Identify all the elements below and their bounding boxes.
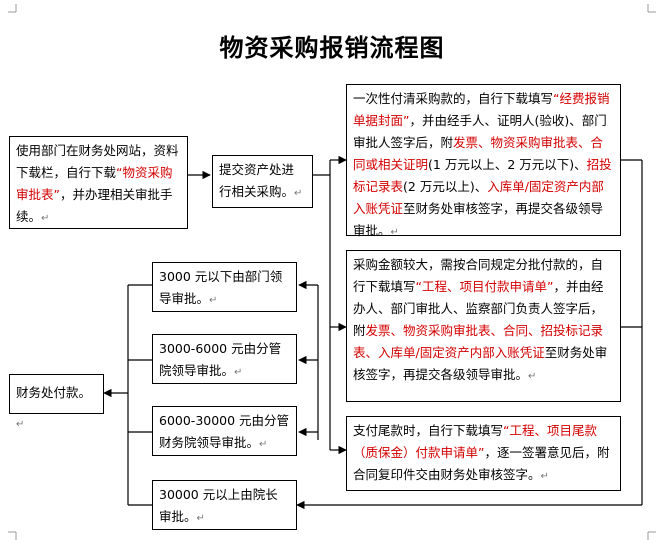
approval-text: 3000-6000 元由分管院领导审批。: [159, 341, 282, 378]
highlighted-text: 发票、物资采购审批表、合同、招投标记录表、入库单/固定资产内部入账凭证: [353, 323, 604, 360]
paragraph-mark: ↵: [41, 213, 50, 224]
paragraph-mark: ↵: [540, 471, 549, 482]
body-text: 使用部门在财务处网站，资料下载栏，自行下载: [16, 143, 179, 180]
paragraph-mark: ↵: [390, 227, 399, 238]
payment-text: 财务处付款。: [16, 385, 92, 400]
body-text: 采购金额较大，需按合同规定分批付款的，自行下载填写: [353, 257, 604, 294]
body-text: 至财务处审核签字，再提交各级领导审批。: [353, 201, 604, 238]
submit-box: 提交资产处进行相关采购。↵: [212, 155, 313, 208]
approval-box-vice: 3000-6000 元由分管院领导审批。↵: [152, 334, 297, 384]
highlighted-text: 入库单/固定资产内部入账凭证: [353, 179, 604, 216]
highlighted-text: “经费报销单据封面”: [353, 91, 610, 128]
approval-box-president: 30000 元以上由院长审批。↵: [152, 480, 297, 530]
approval-text: 6000-30000 元由分管财务院领导审批。: [159, 413, 290, 450]
page-title: 物资采购报销流程图: [219, 33, 445, 62]
body-text: 至财务处审核签字，再提交各级领导审批。: [353, 345, 608, 382]
installment-payment-box: 采购金额较大，需按合同规定分批付款的，自行下载填写“工程、项目付款申请单”，并由…: [346, 250, 621, 402]
highlighted-text: “工程、项目付款申请单”: [415, 279, 554, 294]
one-time-payment-box: 一次性付清采购款的，自行下载填写“经费报销单据封面”，并由经手人、证明人(验收)…: [346, 84, 621, 238]
body-text: ，逐一签署意见后，附合同复印件交由财务处审核签字。: [353, 445, 610, 482]
body-text: 支付尾款时，自行下载填写: [353, 423, 504, 438]
approval-box-dept: 3000 元以下由部门领导审批。↵: [152, 262, 297, 312]
highlighted-text: “工程、项目尾款（质保金）付款申请单”: [353, 423, 597, 460]
paragraph-mark: ↵: [294, 188, 303, 199]
body-text: 提交资产处进行相关采购。: [219, 162, 295, 199]
approval-text: 3000 元以下由部门领导审批。: [159, 269, 283, 306]
final-payment-box: 支付尾款时，自行下载填写“工程、项目尾款（质保金）付款申请单”，逐一签署意见后，…: [346, 416, 621, 491]
highlighted-text: “物资采购审批表”: [16, 165, 173, 202]
paragraph-mark: ↵: [528, 371, 537, 382]
body-text: ，并办理相关审批手续。: [16, 187, 173, 224]
body-text: 一次性付清采购款的，自行下载填写: [353, 91, 554, 106]
highlighted-text: 发票、物资采购审批表、合同或相关证明: [353, 135, 604, 172]
payment-box: 财务处付款。↵: [9, 374, 104, 430]
body-text: (1 万元以上、2 万元以下)、: [428, 157, 587, 172]
body-text: ，并由经办人、部门审批人、监察部门负责人签字后，附: [353, 279, 604, 338]
body-text: (2 万元以上)、: [403, 179, 488, 194]
apply-box: 使用部门在财务处网站，资料下载栏，自行下载“物资采购审批表”，并办理相关审批手续…: [9, 136, 188, 229]
approval-text: 30000 元以上由院长审批。: [159, 487, 278, 524]
highlighted-text: 招投标记录表: [353, 157, 612, 194]
body-text: ，并由经手人、证明人(验收)、部门审批人签字后，附: [353, 113, 607, 150]
approval-box-finance-vice: 6000-30000 元由分管财务院领导审批。↵: [152, 406, 297, 456]
